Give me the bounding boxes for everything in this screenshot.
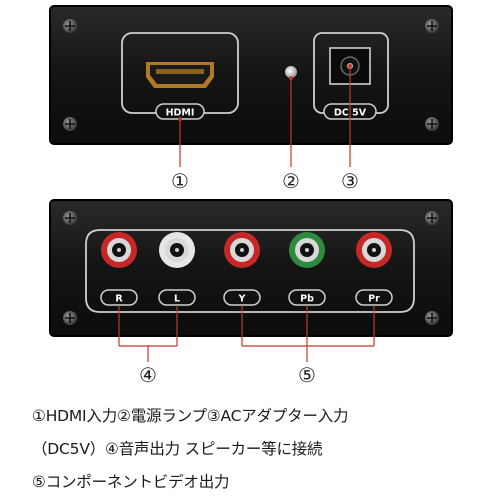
callout-2: ② (282, 169, 300, 193)
hdmi-port-icon (146, 62, 214, 88)
rca-jack-label: Pb (300, 294, 314, 305)
screw-icon (425, 311, 439, 325)
rca-jack-label-pill (288, 289, 326, 306)
power-led-icon (285, 66, 297, 78)
rca-jack-pin (305, 248, 309, 252)
rca-jack-pin (372, 248, 376, 252)
rca-jack-label-pill (355, 289, 393, 306)
rca-jack-label: Pr (368, 294, 380, 305)
rca-jack-label: R (115, 294, 123, 305)
callout-4: ④ (139, 363, 157, 387)
screw-icon (63, 311, 77, 325)
caption-line-2: （DC5V）④音声出力 スピーカー等に接続 (32, 440, 323, 458)
top-callout-lines (178, 64, 352, 167)
rca-jack-pin (175, 248, 179, 252)
caption-line-3: ⑤コンポーネントビデオ出力 (32, 473, 230, 491)
rca-jack-pin (117, 248, 121, 252)
callout-3: ③ (341, 169, 359, 193)
callout-5: ⑤ (298, 363, 316, 387)
rca-jack-label-pill (158, 289, 196, 306)
rca-jack-l: L (158, 232, 196, 306)
screw-icon (63, 117, 77, 131)
rca-jack-label-pill (100, 289, 138, 306)
rca-jack-pin (240, 248, 244, 252)
caption-line-1: ①HDMI入力②電源ランプ③ACアダプター入力 (32, 407, 349, 425)
rca-jack-label: L (174, 294, 180, 305)
screw-icon (63, 211, 77, 225)
screw-icon (425, 19, 439, 33)
rca-jack-y: Y (223, 232, 261, 306)
rca-jack-label: Y (238, 294, 246, 305)
callout-1: ① (171, 169, 189, 193)
hdmi-port-frame: HDMI (121, 32, 239, 120)
screw-icon (425, 117, 439, 131)
rca-jack-label-pill (223, 289, 261, 306)
screw-icon (425, 211, 439, 225)
rca-jack-pr: Pr (355, 232, 393, 306)
hdmi-label: HDMI (166, 108, 195, 119)
rca-jack-r: R (100, 232, 138, 306)
bottom-panel: R L Y Pb Pr (49, 199, 453, 337)
screw-icon (63, 19, 77, 33)
bottom-callout-lines (118, 306, 375, 362)
rca-jack-pb: Pb (288, 232, 326, 306)
top-panel: HDMI DC 5V (49, 5, 453, 145)
